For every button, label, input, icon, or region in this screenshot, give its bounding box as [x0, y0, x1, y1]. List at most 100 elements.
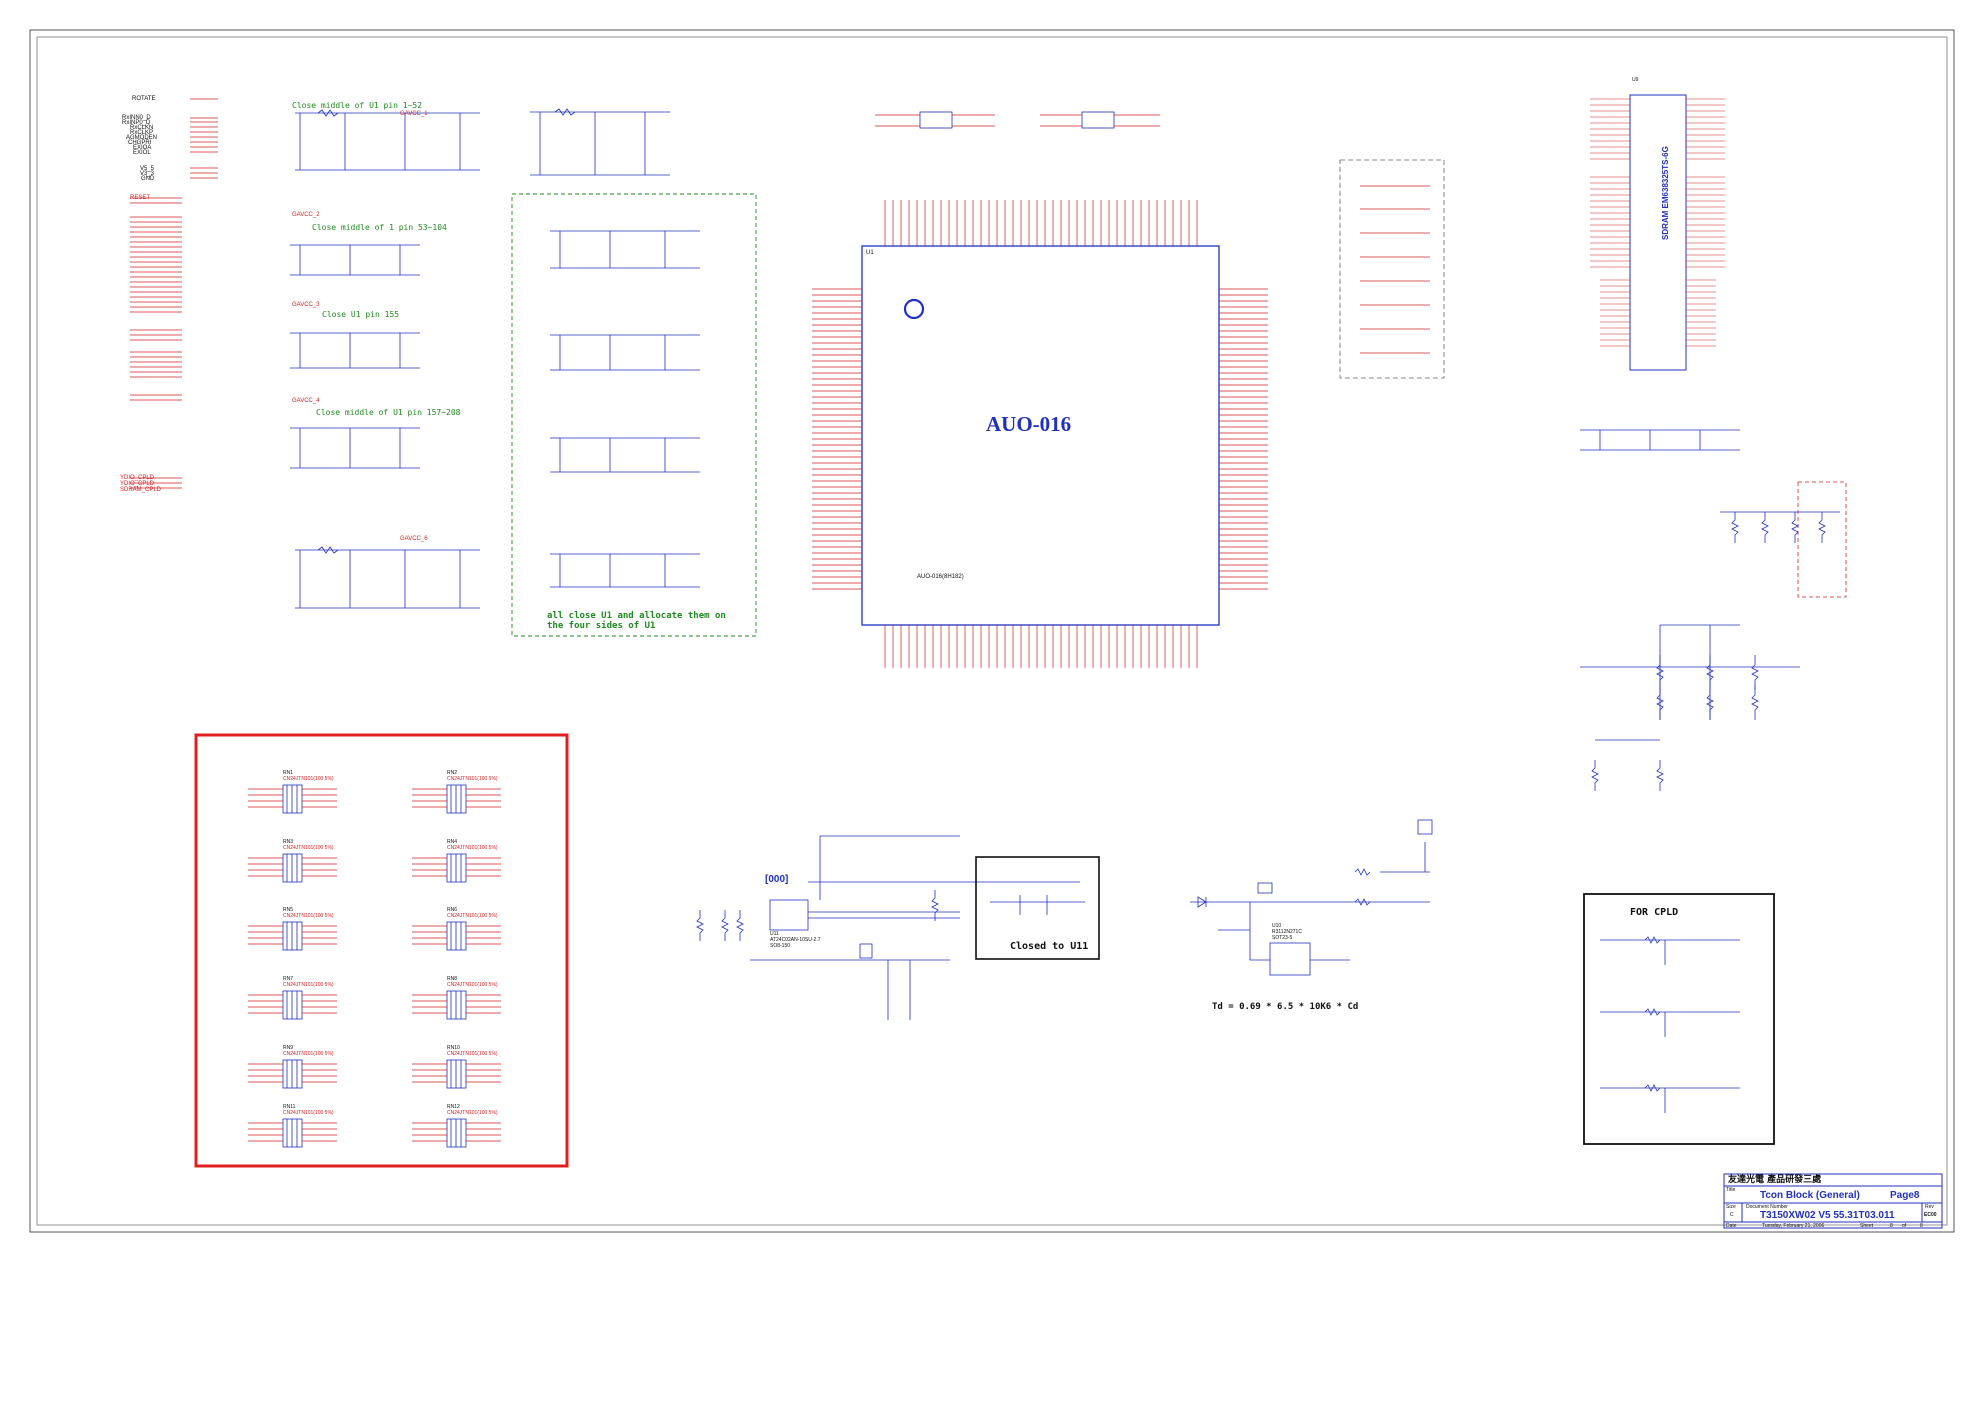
- sdram-body: [1629, 94, 1687, 371]
- rn9-part: CN24JTN101(100 5%): [283, 1051, 334, 1057]
- title-block-lines: [1723, 1173, 1943, 1229]
- rn8-part: CN24JTN101(100 5%): [447, 982, 498, 988]
- closed-to-u11-box: [975, 856, 1100, 960]
- net-label-rotate: ROTATE: [132, 96, 156, 102]
- rn10-ref: RN10: [447, 1045, 460, 1051]
- rn3-part: CN24JTN101(100 5%): [283, 845, 334, 851]
- resistor-network-stubs: [248, 788, 501, 1142]
- rn1-ref: RN1: [283, 770, 294, 776]
- reset-circuit: [1190, 819, 1433, 976]
- sdram-caps: [1580, 429, 1740, 451]
- cap-net-gavcc-4: GAVCC_4: [292, 398, 320, 404]
- main-ic-body: [861, 245, 1220, 626]
- rn11-ref: RN11: [283, 1104, 296, 1110]
- net-label-exioa: EXIOA: [133, 145, 152, 151]
- eeprom-tag: [000]: [765, 874, 789, 885]
- net-label-v3: V3_3: [140, 171, 155, 177]
- main-ic-ref: U1: [866, 250, 874, 256]
- cap-group-top-mid: [530, 108, 670, 176]
- rn5-part: CN24JTN101(100 5%): [283, 913, 334, 919]
- title-text: Tcon Block (General): [1760, 1190, 1860, 1201]
- net-label-rxinp0: RxINP0_D: [122, 120, 151, 126]
- title-page: Page8: [1890, 1190, 1920, 1201]
- rn12-part: CN24JTN101(100 5%): [447, 1110, 498, 1116]
- note-closed-to-u11: Closed to U11: [1010, 941, 1089, 952]
- pll-cap-rows: [550, 230, 700, 588]
- note-td-formula: Td = 0.69 * 6.5 * 10K6 * Cd: [1212, 1002, 1359, 1012]
- connector-l755: [919, 111, 953, 129]
- rn12-ref: RN12: [447, 1104, 460, 1110]
- resistor-network-highlight: [194, 733, 569, 1168]
- cpld-circuits: [1600, 936, 1740, 1113]
- pull-resistor-rows: [1580, 655, 1800, 791]
- cap-group-2: [290, 244, 420, 276]
- net-label-yd-cpld-2: YDIO_CPLD: [120, 481, 155, 487]
- net-label-agmoden: AGMODEN: [126, 135, 158, 141]
- dashed-region-stubs: [1360, 185, 1430, 354]
- size-label: Size: [1726, 1204, 1736, 1210]
- main-ic-pins: [812, 200, 1268, 668]
- main-ic-name: AUO-016: [986, 412, 1072, 436]
- eeprom-part: AT24C02AN-10SU-2.7: [770, 937, 821, 943]
- rn6-part: CN24JTN101(100 5%): [447, 913, 498, 919]
- rn3-ref: RN3: [283, 839, 294, 845]
- strap-resistor-dashed-box: [1797, 481, 1847, 598]
- dashed-signal-region: [1339, 159, 1445, 379]
- rev-label: Rev: [1925, 1204, 1934, 1210]
- rn6-ref: RN6: [447, 907, 458, 913]
- cap-net-gavcc-6: GAVCC_6: [400, 536, 428, 542]
- strap-resistors: [1659, 511, 1840, 720]
- pin1-marker: [903, 298, 925, 320]
- outer-frame: [29, 29, 1955, 1233]
- cap-net-gavcc-1: GAVCC_1: [400, 111, 428, 117]
- u11-caps: [990, 895, 1085, 915]
- note-close-pins-157-208: Close middle of U1 pin 157~208: [316, 408, 461, 417]
- pll-cap-dashed-box: [511, 193, 757, 637]
- doc-number: T3150XW02 V5 55.31T03.011: [1760, 1210, 1895, 1221]
- sheet-label: Sheet: [1860, 1223, 1874, 1229]
- cap-net-gavcc-2: GAVCC_2: [292, 212, 320, 218]
- for-cpld-box: [1583, 893, 1775, 1145]
- title-label: Title: [1726, 1187, 1736, 1193]
- connector-l756: [1081, 111, 1115, 129]
- sdram-ref: U9: [1632, 77, 1639, 83]
- reset-ic-package: SOT23-5: [1272, 935, 1293, 941]
- sheet-number: 8: [1890, 1223, 1893, 1229]
- rn5-ref: RN5: [283, 907, 294, 913]
- date-value: Tuesday, February 21, 2006: [1762, 1223, 1825, 1229]
- rn9-ref: RN9: [283, 1045, 294, 1051]
- left-net-stubs: [130, 98, 218, 489]
- rn4-part: CN24JTN101(100 5%): [447, 845, 498, 851]
- rn2-ref: RN2: [447, 770, 458, 776]
- connector-stubs: [875, 114, 1160, 127]
- rn7-ref: RN7: [283, 976, 294, 982]
- cap-group-3: [290, 332, 420, 369]
- net-label-reset: RESET: [130, 195, 151, 201]
- title-company: 友達光電 產品研發三處: [1728, 1175, 1822, 1185]
- rn1-part: CN24JTN101(100 5%): [283, 776, 334, 782]
- net-label-yd-cpld-1: YDIO_CPLD: [120, 475, 155, 481]
- reset-ic-ref: U10: [1272, 923, 1282, 929]
- net-label-v5: V5_5: [140, 166, 155, 172]
- rev-value: EC00: [1924, 1212, 1937, 1218]
- sdram-pins: [1590, 98, 1725, 347]
- net-label-rxclkp: RxCLKP: [130, 130, 154, 136]
- main-ic-subtitle: AUO-016(8H182): [917, 574, 964, 580]
- note-all-close-u1-line1: all close U1 and allocate them on: [547, 611, 726, 621]
- reset-ic-part: R3112N271C: [1272, 929, 1302, 935]
- rn10-part: CN24JTN101(100 5%): [447, 1051, 498, 1057]
- eeprom-package: SO8-150: [770, 943, 791, 949]
- net-label-rxclkn: RxCLKN: [130, 125, 154, 131]
- for-cpld-title: FOR CPLD: [1630, 907, 1679, 918]
- eeprom-ref: U11: [770, 931, 779, 937]
- size-value: C: [1730, 1212, 1734, 1218]
- net-label-rxinn0: RxINN0_D: [122, 115, 151, 121]
- date-label: Date: [1726, 1223, 1737, 1229]
- cap-group-4: [290, 427, 420, 469]
- rn7-part: CN24JTN101(100 5%): [283, 982, 334, 988]
- sheet-of: of: [1902, 1223, 1907, 1229]
- note-all-close-u1-line2: the four sides of U1: [547, 621, 656, 631]
- doc-number-label: Document Number: [1746, 1204, 1788, 1210]
- rn11-part: CN24JTN101(100 5%): [283, 1110, 334, 1116]
